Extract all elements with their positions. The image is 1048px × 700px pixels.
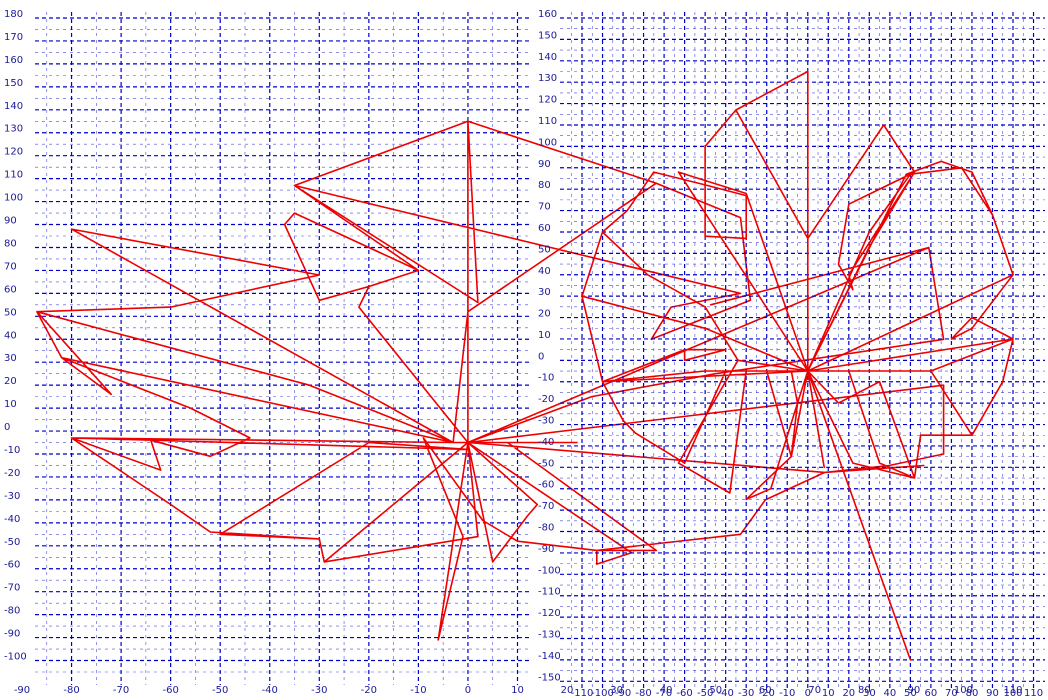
x-tick-label: 60 [925, 688, 938, 699]
y-tick-label: -90 [538, 544, 554, 555]
y-tick-label: 130 [538, 73, 557, 84]
x-tick-label: -50 [212, 685, 228, 696]
y-tick-label: 30 [4, 353, 17, 364]
y-tick-label: 150 [4, 78, 23, 89]
x-tick-label: -90 [615, 688, 631, 699]
y-tick-label: 20 [538, 309, 551, 320]
x-tick-label: 90 [986, 688, 999, 699]
x-tick-label: 10 [511, 685, 524, 696]
y-tick-label: 120 [4, 147, 23, 158]
x-tick-label: -50 [697, 688, 713, 699]
y-tick-label: -10 [538, 373, 554, 384]
x-tick-label: -60 [162, 685, 178, 696]
x-tick-label: 30 [863, 688, 876, 699]
y-tick-label: -10 [4, 445, 20, 456]
x-tick-label: 0 [465, 685, 471, 696]
y-tick-label: 50 [538, 244, 551, 255]
y-tick-label: -120 [538, 608, 561, 619]
panel-2: 1601501401301201101009080706050403020100… [538, 9, 1045, 699]
x-tick-label: -70 [656, 688, 672, 699]
y-tick-label: 110 [4, 170, 23, 181]
x-tick-label: -110 [571, 688, 594, 699]
y-tick-label: 110 [538, 116, 557, 127]
x-tick-label: 50 [904, 688, 917, 699]
y-tick-label: 60 [4, 284, 17, 295]
y-tick-label: 40 [538, 266, 551, 277]
y-tick-label: 90 [538, 159, 551, 170]
x-tick-label: 40 [883, 688, 896, 699]
x-tick-label: -80 [63, 685, 79, 696]
y-tick-label: 140 [538, 52, 557, 63]
x-tick-label: 100 [1003, 688, 1022, 699]
x-tick-label: -90 [14, 685, 30, 696]
y-tick-label: -20 [538, 394, 554, 405]
x-tick-label: -30 [311, 685, 327, 696]
x-tick-label: -80 [635, 688, 651, 699]
y-tick-label: 40 [4, 330, 17, 341]
y-tick-label: -70 [538, 501, 554, 512]
y-tick-label: 10 [4, 399, 17, 410]
x-tick-label: 80 [966, 688, 979, 699]
y-tick-label: -70 [4, 583, 20, 594]
y-tick-label: -50 [538, 458, 554, 469]
x-tick-label: -20 [361, 685, 377, 696]
y-tick-label: 170 [4, 32, 23, 43]
y-tick-label: -50 [4, 537, 20, 548]
y-tick-label: 10 [538, 330, 551, 341]
x-tick-label: 0 [805, 688, 811, 699]
y-tick-label: 100 [538, 137, 557, 148]
x-tick-label: -40 [262, 685, 278, 696]
x-tick-label: -70 [113, 685, 129, 696]
y-tick-label: 150 [538, 30, 557, 41]
y-tick-label: 0 [538, 351, 544, 362]
y-tick-label: -40 [538, 437, 554, 448]
y-tick-label: 20 [4, 376, 17, 387]
y-tick-label: -40 [4, 514, 20, 525]
y-tick-label: -80 [4, 606, 20, 617]
y-tick-label: 60 [538, 223, 551, 234]
y-tick-label: -100 [4, 652, 27, 663]
y-tick-label: -110 [538, 587, 561, 598]
y-tick-label: 70 [4, 261, 17, 272]
y-tick-label: -140 [538, 651, 561, 662]
y-tick-label: -30 [4, 491, 20, 502]
y-tick-label: -30 [538, 416, 554, 427]
y-tick-label: 120 [538, 95, 557, 106]
x-tick-label: -60 [676, 688, 692, 699]
y-tick-label: 160 [4, 55, 23, 66]
y-tick-label: 0 [4, 422, 10, 433]
y-tick-label: 80 [4, 238, 17, 249]
y-tick-label: -80 [538, 523, 554, 534]
y-tick-label: -90 [4, 629, 20, 640]
y-tick-label: 30 [538, 287, 551, 298]
y-tick-label: 70 [538, 202, 551, 213]
x-tick-label: -100 [591, 688, 614, 699]
y-tick-label: -60 [4, 560, 20, 571]
y-tick-label: -150 [538, 672, 561, 683]
x-tick-label: -30 [738, 688, 754, 699]
y-tick-label: -20 [4, 468, 20, 479]
y-tick-label: 80 [538, 180, 551, 191]
x-tick-label: -10 [779, 688, 795, 699]
x-tick-label: 70 [945, 688, 958, 699]
x-tick-label: -40 [717, 688, 733, 699]
y-tick-label: -100 [538, 565, 561, 576]
y-tick-label: 180 [4, 9, 23, 20]
x-tick-label: -20 [759, 688, 775, 699]
y-tick-label: 90 [4, 216, 17, 227]
x-tick-label: 20 [842, 688, 855, 699]
x-tick-label: -10 [410, 685, 426, 696]
y-tick-label: 50 [4, 307, 17, 318]
x-tick-label: 10 [822, 688, 835, 699]
y-tick-label: 160 [538, 9, 557, 20]
y-tick-label: 100 [4, 193, 23, 204]
y-tick-label: 140 [4, 101, 23, 112]
y-tick-label: -60 [538, 480, 554, 491]
y-tick-label: 130 [4, 124, 23, 135]
y-tick-label: -130 [538, 630, 561, 641]
x-tick-label: 110 [1024, 688, 1043, 699]
